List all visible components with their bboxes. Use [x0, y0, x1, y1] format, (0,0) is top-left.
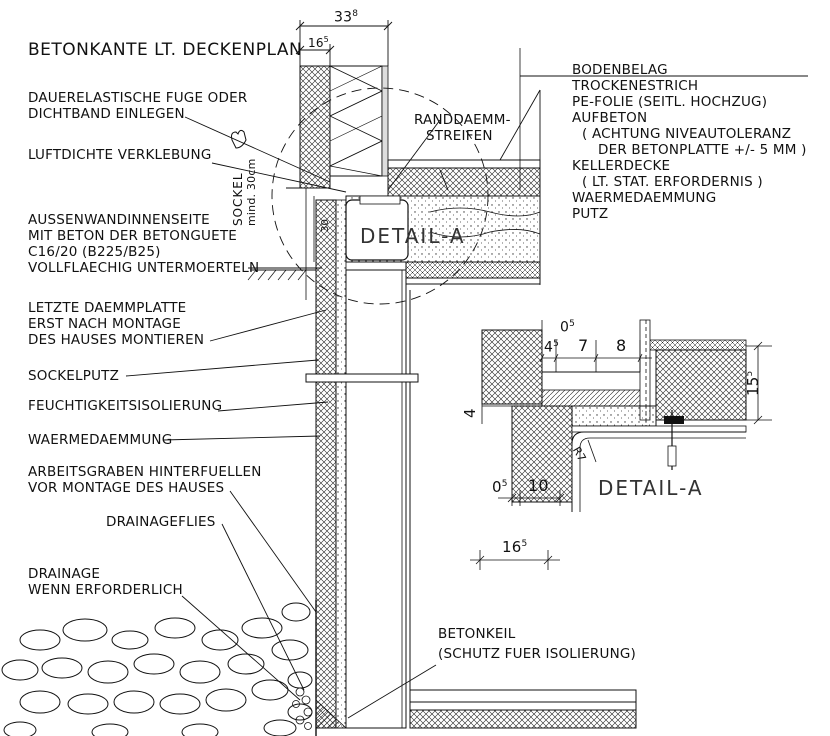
- label-randdaemm: RANDDAEMM-STREIFEN: [414, 112, 511, 144]
- label-drainageflies: DRAINAGEFLIES: [106, 514, 216, 530]
- label-betonkeil: BETONKEIL(SCHUTZ FUER ISOLIERUNG): [438, 626, 637, 662]
- dim-detail-7: 7: [578, 336, 589, 355]
- layer-item: BODENBELAG: [572, 62, 668, 78]
- dim-mid-165: 165: [502, 538, 528, 556]
- dim-detail-155: 155: [744, 370, 762, 396]
- dim-detail-10: 10: [528, 476, 549, 495]
- label-waermedaemmung: WAERMEDAEMMUNG: [28, 432, 173, 448]
- dim-top-total: 338: [334, 9, 359, 26]
- layer-item: AUFBETON: [572, 110, 648, 126]
- dim-detail-05-top: 05: [560, 319, 576, 336]
- dim-detail-05-bottom: 05: [492, 478, 508, 496]
- label-sockel: SOCKEL mind. 30cm: [231, 158, 258, 226]
- detail-a-marker: [271, 87, 489, 305]
- floor-layer-list: BODENBELAG TROCKENESTRICH PE-FOLIE (SEIT…: [572, 62, 807, 222]
- layer-item: TROCKENESTRICH: [572, 78, 699, 94]
- detail-a-enlarged: [470, 319, 772, 570]
- drawing-title: BETONKANTE LT. DECKENPLAN: [28, 40, 303, 60]
- layer-item: ( ACHTUNG NIVEAUTOLERANZ: [582, 126, 792, 142]
- dim-top-inner: 165: [308, 35, 329, 50]
- label-verklebung: LUFTDICHTE VERKLEBUNG: [28, 147, 212, 163]
- pointer-hand-icon: [231, 129, 247, 149]
- dim-detail-45: 45: [544, 339, 560, 356]
- leader-lines: [125, 89, 541, 719]
- layer-item: WAERMEDAEMMUNG: [572, 190, 717, 206]
- dim-detail-4: 4: [461, 408, 479, 418]
- layer-item: ( LT. STAT. ERFORDERNIS ): [582, 174, 763, 190]
- label-sockelputz: SOCKELPUTZ: [28, 368, 120, 384]
- ground-backfill: [0, 269, 637, 736]
- dim-sockel-30: 30: [320, 218, 331, 232]
- layer-item: DER BETONPLATTE +/- 5 MM ): [598, 142, 807, 158]
- layer-item: KELLERDECKE: [572, 158, 671, 174]
- detail-box-label: DETAIL-A: [360, 224, 466, 248]
- dim-detail-8: 8: [616, 336, 627, 355]
- top-dimensions: [295, 20, 393, 66]
- exterior-wall: [286, 65, 419, 729]
- layer-item: PE-FOLIE (SEITL. HOCHZUG): [572, 94, 768, 110]
- detail-a-title: DETAIL-A: [598, 476, 704, 500]
- layer-item: PUTZ: [572, 206, 609, 222]
- label-feuchtigkeit: FEUCHTIGKEITSISOLIERUNG: [28, 398, 223, 414]
